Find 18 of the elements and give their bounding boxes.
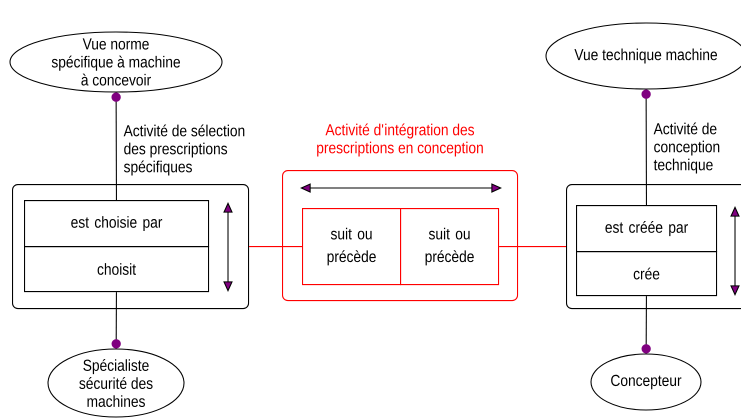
ellipse-node: Vue norme spécifique à machine à concevoir xyxy=(9,31,223,93)
connector xyxy=(112,292,121,348)
node-label: Activité de conception technique xyxy=(654,122,720,174)
relation-cell: crée xyxy=(576,251,718,296)
node-label: Activité de sélection des prescriptions spécifiques xyxy=(124,124,244,176)
connector xyxy=(641,90,651,205)
relation-cell: choisit xyxy=(24,246,210,292)
ellipse-node: Concepteur xyxy=(590,353,702,411)
connector xyxy=(111,92,121,200)
connector xyxy=(249,246,302,248)
ellipse-node: Spécialiste sécurité des machines xyxy=(47,348,185,418)
relation-cell: suit ou précède xyxy=(302,208,402,286)
relation-cell: est créée par xyxy=(576,205,718,252)
connector xyxy=(499,246,566,248)
connector xyxy=(642,296,651,354)
relation-cell: suit ou précède xyxy=(400,208,500,286)
relation-cell: est choisie par xyxy=(24,200,210,248)
node-label: Activité d'intégration des prescriptions en conception xyxy=(317,123,483,157)
